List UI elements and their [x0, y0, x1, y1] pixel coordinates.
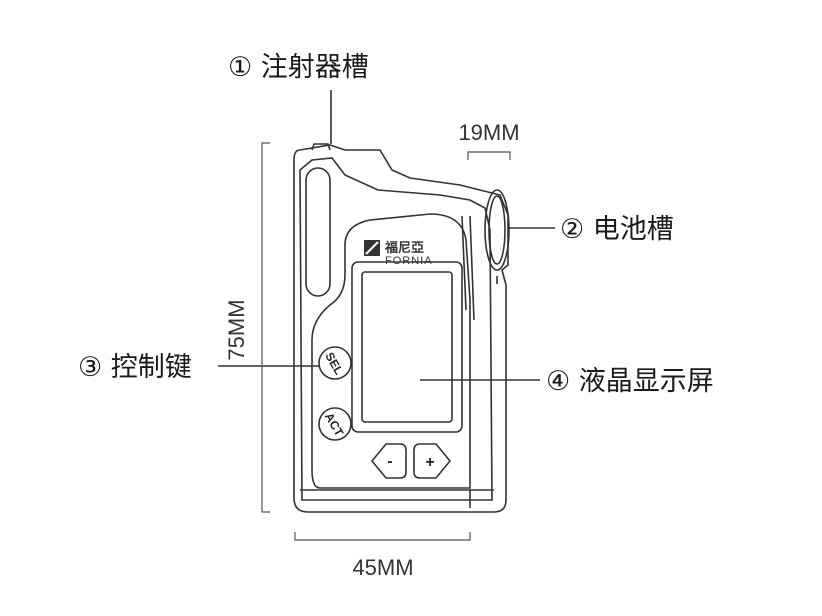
- minus-button[interactable]: -: [370, 443, 407, 479]
- pump-device: 福尼亞 FORNIA SEL ACT - +: [293, 143, 510, 513]
- face-plate: [311, 213, 471, 489]
- brand-english-name: FORNIA: [385, 255, 433, 267]
- plus-button-label: +: [425, 454, 434, 471]
- syringe-slot-notch: [311, 143, 331, 151]
- battery-slot-label: ② 电池槽: [560, 214, 674, 245]
- battery-width-dimension-line: [467, 151, 511, 160]
- side-rail: [461, 215, 475, 321]
- height-dimension-line: [261, 142, 270, 513]
- lcd-screen-label: ④ 液晶显示屏: [546, 366, 714, 397]
- device-outer-body: [293, 144, 509, 513]
- brand-logo: 福尼亞 FORNIA: [364, 240, 433, 267]
- battery-cap-inner: [488, 195, 506, 265]
- height-dimension-label: 75MM: [224, 299, 249, 360]
- lcd-screen: [361, 271, 453, 423]
- brand-chinese-name: 福尼亞: [384, 240, 424, 256]
- syringe-window: [305, 167, 331, 297]
- act-button[interactable]: ACT: [318, 407, 352, 441]
- battery-cap: [484, 189, 510, 271]
- battery-width-dimension-label: 19MM: [458, 120, 519, 145]
- width-dimension-label: 45MM: [352, 555, 413, 580]
- lcd-screen-bezel: [351, 261, 463, 433]
- syringe-slot-label: ① 注射器槽: [228, 52, 369, 83]
- control-keys-label: ③ 控制键: [78, 352, 192, 383]
- width-dimension-line: [294, 532, 471, 541]
- sel-button[interactable]: SEL: [318, 346, 352, 380]
- plus-button[interactable]: +: [413, 443, 452, 479]
- sel-button-label: SEL: [322, 350, 346, 377]
- minus-button-label: -: [387, 453, 392, 470]
- device-inner-contour: [299, 157, 493, 501]
- act-button-label: ACT: [322, 410, 347, 439]
